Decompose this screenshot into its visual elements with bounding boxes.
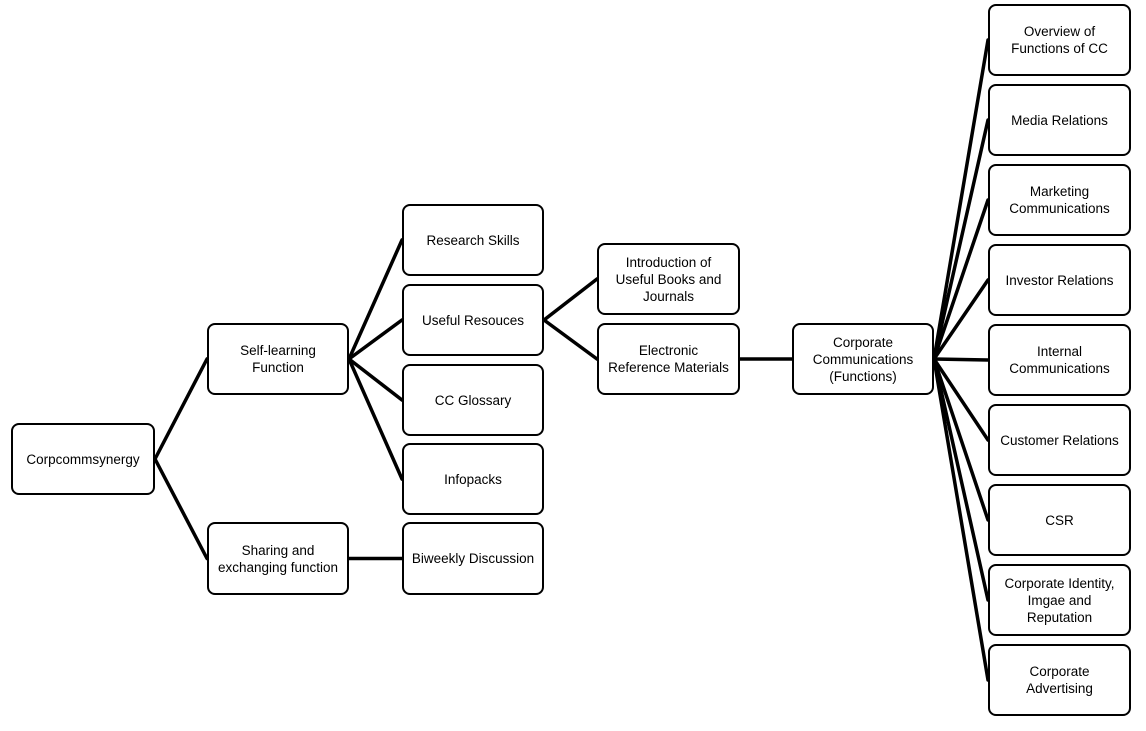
node-introduction-useful-books-label: Introduction of Useful Books and Journal… bbox=[615, 254, 722, 304]
node-overview-functions-cc: Overview of Functions of CC bbox=[988, 4, 1131, 76]
edge-self_learning-to-cc_glossary bbox=[347, 357, 404, 402]
edge-root-to-sharing bbox=[153, 457, 209, 561]
edge-cc_functions-to-investor bbox=[932, 278, 990, 361]
node-sharing-exchanging-function: Sharing and exchanging function bbox=[207, 522, 349, 595]
edge-useful_resources-to-intro_books bbox=[542, 277, 599, 322]
node-csr: CSR bbox=[988, 484, 1131, 556]
node-research-skills-label: Research Skills bbox=[426, 232, 520, 248]
node-sharing-exchanging-function-label: Sharing and exchanging function bbox=[217, 542, 339, 575]
node-electronic-reference-materials-label: Electronic Reference Materials bbox=[608, 343, 729, 375]
node-corporate-advertising: Corporate Advertising bbox=[988, 644, 1131, 716]
node-marketing-communications: Marketing Communications bbox=[988, 164, 1131, 236]
node-investor-relations: Investor Relations bbox=[988, 244, 1131, 316]
edge-cc_functions-to-media_relations bbox=[932, 118, 990, 361]
edge-cc_functions-to-advertising bbox=[932, 357, 990, 682]
node-biweekly-discussion: Biweekly Discussion bbox=[402, 522, 544, 595]
node-investor-relations-label: Investor Relations bbox=[1005, 272, 1114, 288]
edge-self_learning-to-useful_resources bbox=[347, 318, 404, 361]
edge-cc_functions-to-marketing bbox=[932, 198, 990, 361]
node-corpcommsynergy: Corpcommsynergy bbox=[11, 423, 155, 495]
node-internal-communications-label: Internal Communications bbox=[1009, 344, 1110, 376]
node-overview-functions-cc-label: Overview of Functions of CC bbox=[1011, 24, 1108, 56]
edge-cc_functions-to-csr bbox=[932, 357, 990, 522]
node-corpcommsynergy-label: Corpcommsynergy bbox=[26, 451, 140, 467]
edge-cc_functions-to-internal bbox=[932, 357, 990, 362]
edge-root-to-self_learning bbox=[153, 357, 209, 461]
node-corporate-communications-functions: Corporate Communications (Functions) bbox=[792, 323, 934, 395]
node-media-relations-label: Media Relations bbox=[1011, 112, 1108, 128]
node-infopacks: Infopacks bbox=[402, 443, 544, 515]
node-corporate-advertising-label: Corporate Advertising bbox=[1026, 664, 1093, 696]
edge-cc_functions-to-identity bbox=[932, 357, 990, 602]
node-self-learning-function-label: Self-learning Function bbox=[240, 343, 316, 375]
node-useful-resources: Useful Resouces bbox=[402, 284, 544, 356]
node-corporate-identity-image-reputation-label: Corporate Identity, Imgae and Reputation bbox=[1004, 575, 1115, 625]
node-research-skills: Research Skills bbox=[402, 204, 544, 276]
node-useful-resources-label: Useful Resouces bbox=[421, 312, 525, 328]
node-corporate-communications-functions-label: Corporate Communications (Functions) bbox=[812, 334, 914, 384]
node-corporate-identity-image-reputation: Corporate Identity, Imgae and Reputation bbox=[988, 564, 1131, 636]
node-cc-glossary: CC Glossary bbox=[402, 364, 544, 436]
node-self-learning-function: Self-learning Function bbox=[207, 323, 349, 395]
node-electronic-reference-materials: Electronic Reference Materials bbox=[597, 323, 740, 395]
edge-self_learning-to-research_skills bbox=[347, 238, 404, 361]
node-customer-relations: Customer Relations bbox=[988, 404, 1131, 476]
node-internal-communications: Internal Communications bbox=[988, 324, 1131, 396]
edge-cc_functions-to-customer bbox=[932, 357, 990, 442]
node-infopacks-label: Infopacks bbox=[444, 471, 502, 487]
node-biweekly-discussion-label: Biweekly Discussion bbox=[411, 551, 535, 566]
node-introduction-useful-books: Introduction of Useful Books and Journal… bbox=[597, 243, 740, 315]
node-marketing-communications-label: Marketing Communications bbox=[1009, 184, 1110, 216]
node-customer-relations-label: Customer Relations bbox=[1000, 432, 1119, 448]
edge-cc_functions-to-overview bbox=[932, 38, 990, 361]
node-csr-label: CSR bbox=[1045, 512, 1074, 528]
edge-useful_resources-to-electronic_ref bbox=[542, 318, 599, 361]
edge-self_learning-to-infopacks bbox=[347, 357, 404, 481]
node-cc-glossary-label: CC Glossary bbox=[434, 392, 512, 408]
node-media-relations: Media Relations bbox=[988, 84, 1131, 156]
